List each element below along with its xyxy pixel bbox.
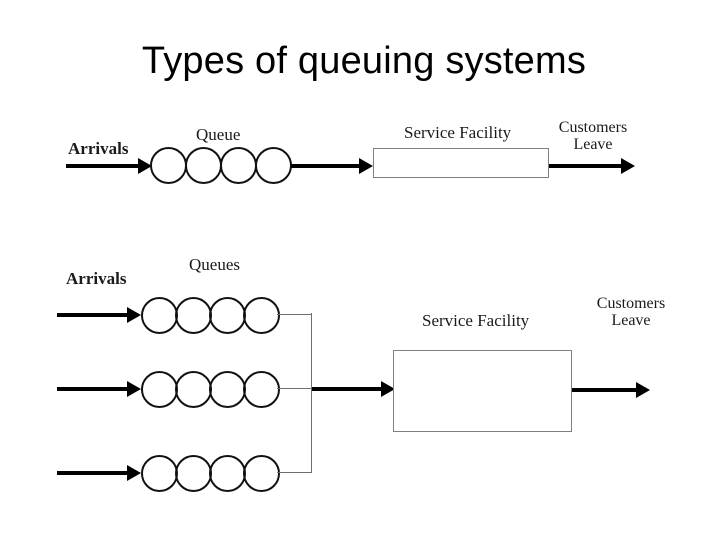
queue-circle — [209, 371, 246, 408]
label-queues-d2: Queues — [189, 255, 240, 274]
label-arrivals-d1: Arrivals — [68, 139, 129, 158]
queue-circle — [243, 297, 280, 334]
queue-circle — [209, 455, 246, 492]
connector-row3 — [277, 472, 312, 473]
label-service-facility-d2: Service Facility — [422, 311, 530, 330]
queue-circle — [141, 297, 178, 334]
customers-leave-line1: Customers — [558, 119, 628, 136]
label-service-facility-d1: Service Facility — [404, 123, 512, 142]
queue-circle — [175, 297, 212, 334]
queue-circle — [141, 371, 178, 408]
customers-leave-line1: Customers — [596, 295, 666, 312]
label-customers-leave-d1: Customers Leave — [551, 119, 635, 154]
connector-row2 — [277, 388, 312, 389]
merge-bracket — [311, 313, 312, 473]
customers-leave-line2: Leave — [573, 135, 613, 153]
queue-circle — [243, 455, 280, 492]
queue-circle — [175, 371, 212, 408]
connector-row1 — [277, 314, 312, 315]
queue-circle — [141, 455, 178, 492]
label-customers-leave-d2: Customers Leave — [588, 295, 674, 330]
service-facility-box-d1 — [373, 148, 549, 178]
queue-circle — [209, 297, 246, 334]
queue-circle — [175, 455, 212, 492]
label-queue-d1: Queue — [196, 125, 241, 144]
service-facility-box-d2 — [393, 350, 572, 432]
label-arrivals-d2: Arrivals — [66, 269, 127, 288]
page-title: Types of queuing systems — [141, 40, 587, 82]
customers-leave-line2: Leave — [611, 311, 651, 329]
queue-circle — [243, 371, 280, 408]
